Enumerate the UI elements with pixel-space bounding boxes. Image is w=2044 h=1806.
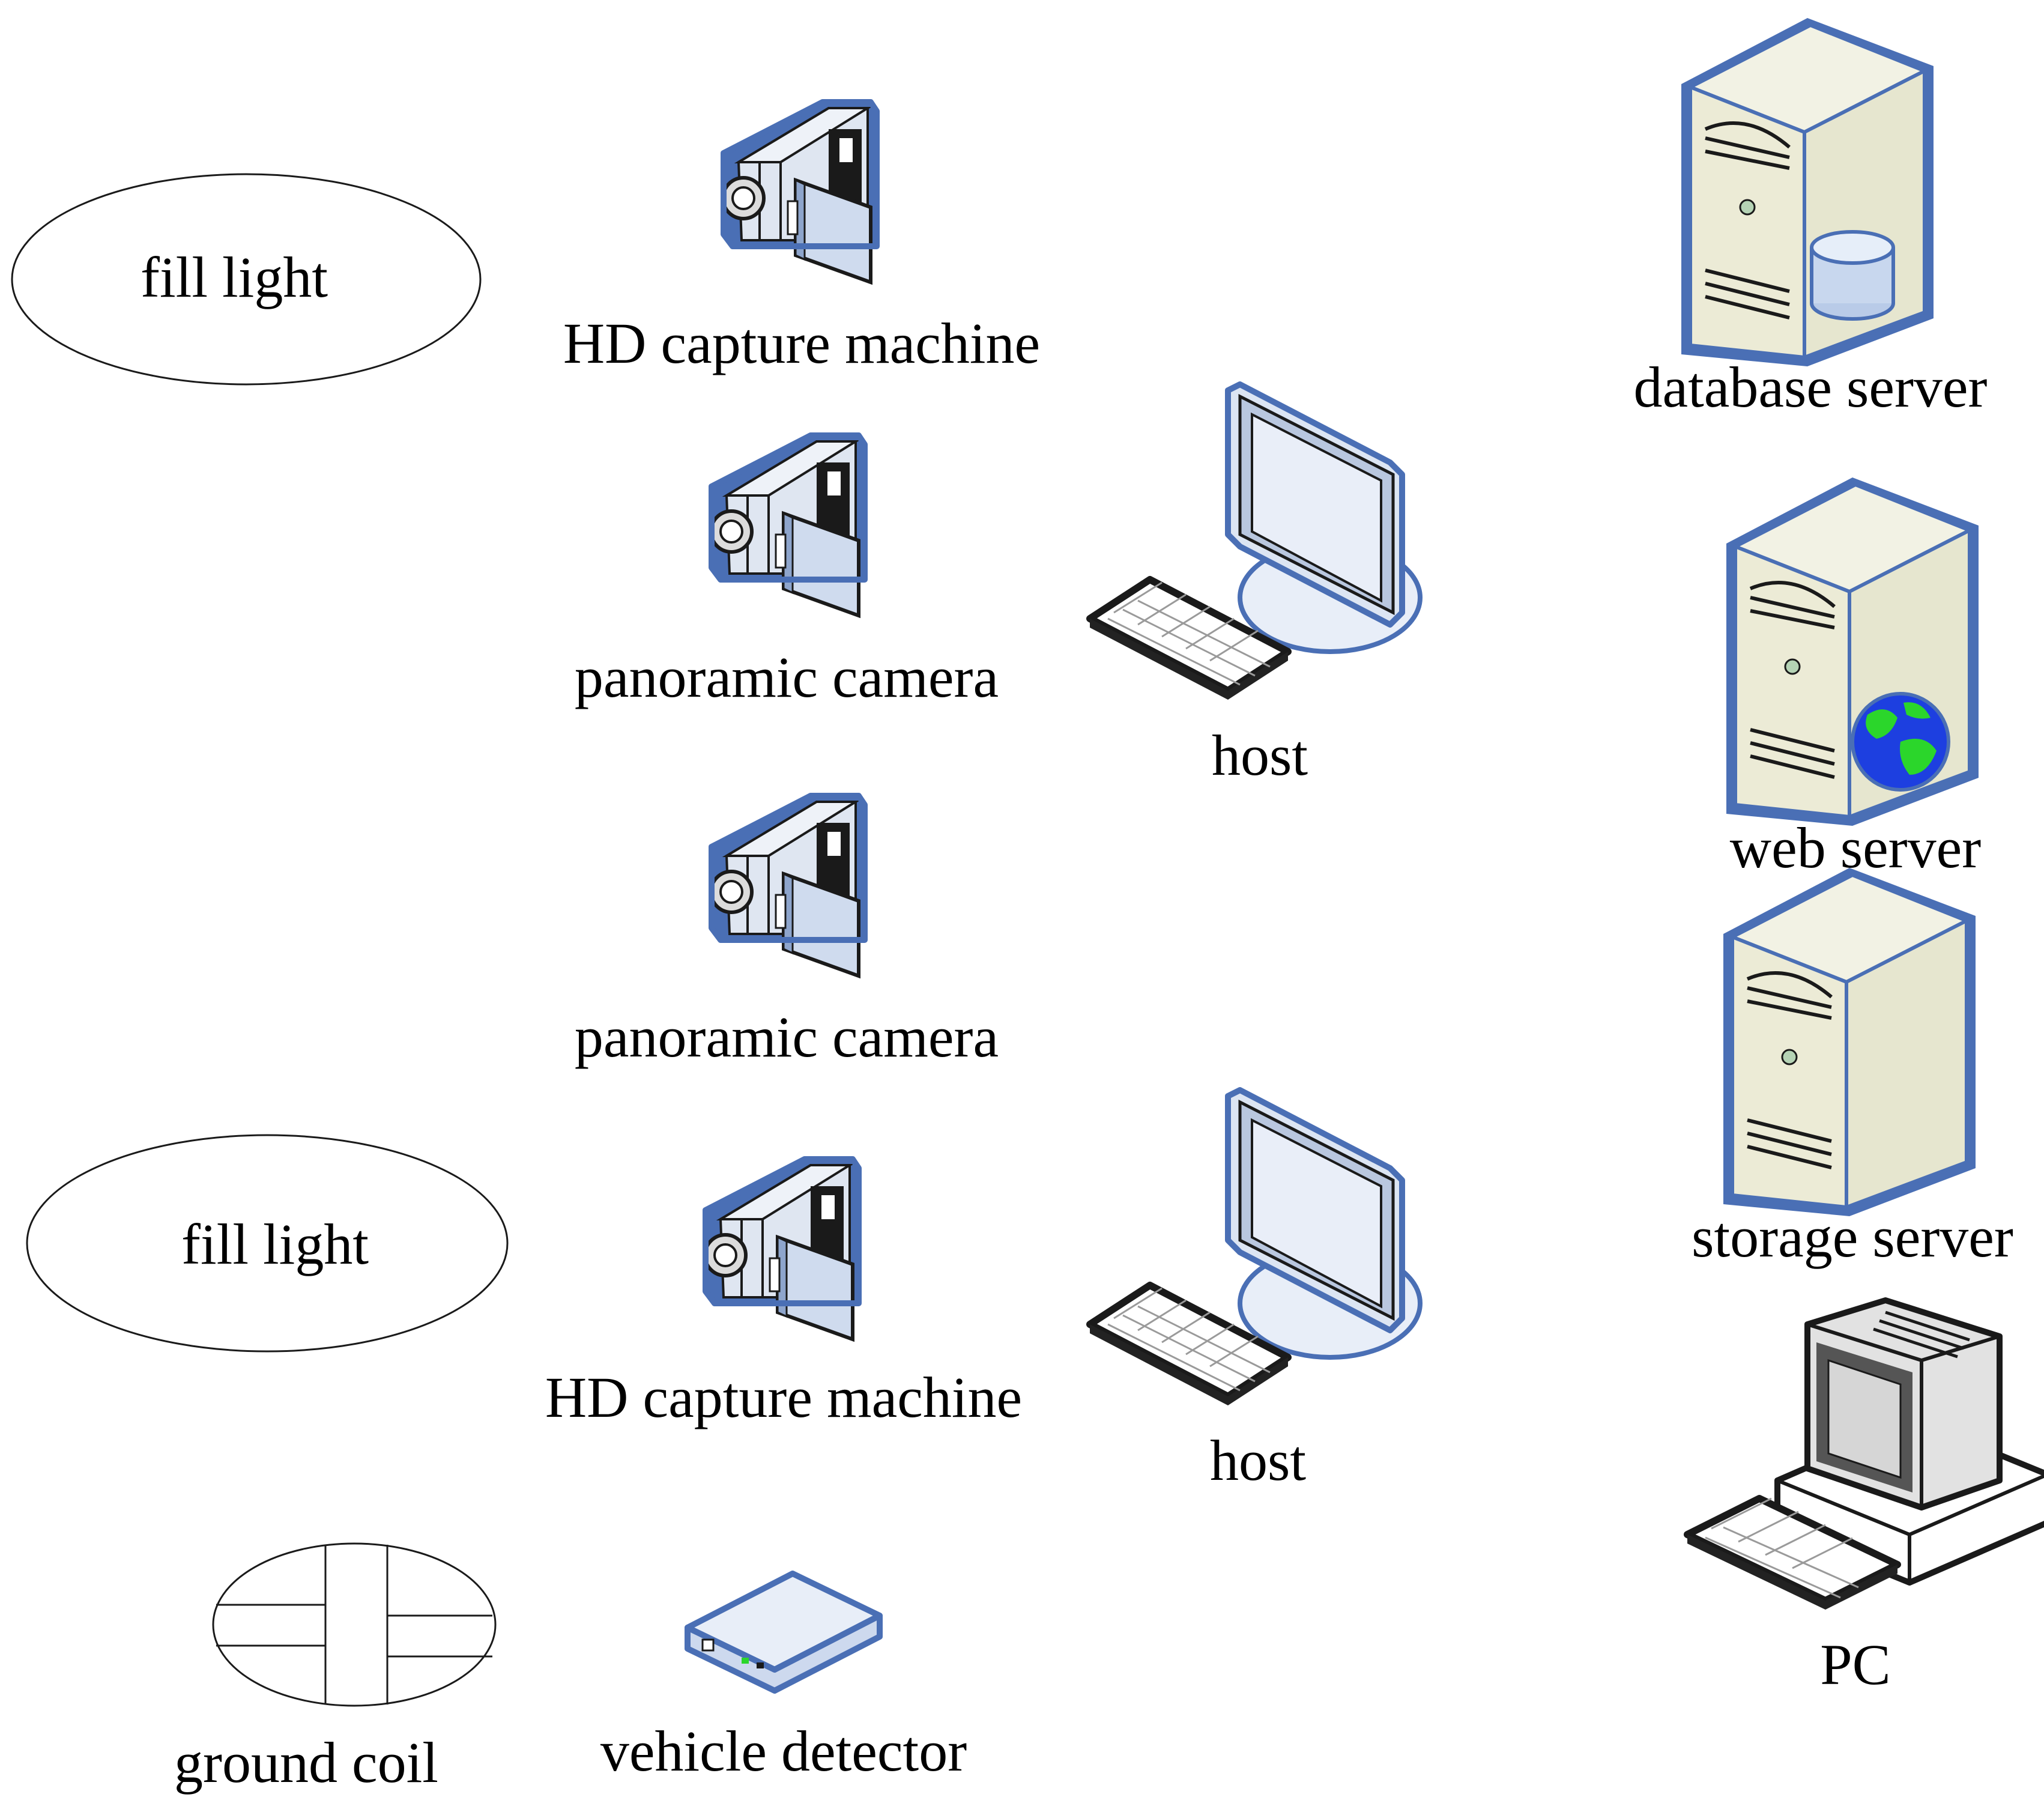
desktop-pc-icon: [1687, 1300, 2044, 1610]
database-server-icon: [1681, 18, 1934, 366]
panoramic-camera-2-label: panoramic camera: [574, 1005, 999, 1069]
vehicle-detector-box-icon: [685, 1571, 883, 1694]
storage-server-icon: [1723, 868, 1976, 1216]
hd-capture-bottom-label: HD capture machine: [545, 1365, 1023, 1429]
host-bottom-icon: [1090, 1090, 1420, 1405]
vehicle-detector-label: vehicle detector: [600, 1719, 967, 1783]
storage-server-label: storage server: [1692, 1205, 2013, 1269]
web-server-icon: [1726, 477, 1979, 826]
host-top-label: host: [1211, 723, 1308, 787]
fill-light-bottom-shape: [26, 1134, 509, 1353]
database-server-label: database server: [1633, 355, 1988, 419]
database-cylinder-icon: [1810, 230, 1895, 321]
panoramic-camera-1-icon: [711, 435, 865, 616]
web-server-label: web server: [1729, 816, 1982, 880]
globe-icon: [1851, 692, 1950, 792]
fill-light-top-label: fill light: [141, 245, 328, 309]
hd-capture-top-camera-icon: [723, 102, 877, 282]
fill-light-bottom-label: fill light: [181, 1212, 369, 1276]
panoramic-camera-2-icon: [711, 796, 865, 976]
pc-label: PC: [1820, 1632, 1891, 1697]
host-bottom-label: host: [1209, 1428, 1307, 1492]
hd-capture-bottom-camera-icon: [705, 1159, 859, 1339]
ground-coil-icon: [212, 1542, 497, 1707]
hd-capture-top-label: HD capture machine: [563, 311, 1041, 375]
ground-coil-label: ground coil: [174, 1730, 438, 1795]
fill-light-top-shape: [11, 173, 482, 386]
panoramic-camera-1-label: panoramic camera: [574, 645, 999, 709]
host-top-icon: [1090, 384, 1420, 700]
